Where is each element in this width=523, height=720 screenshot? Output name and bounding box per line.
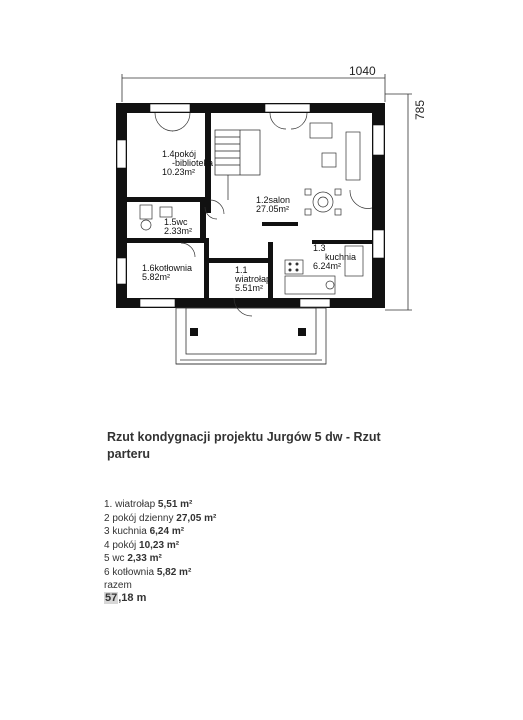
room-label-wc: 1.5wc 2.33m² <box>164 218 192 236</box>
total-value-suffix: ,18 m <box>118 592 147 604</box>
room-number: 1.4 <box>162 149 175 159</box>
total-value-prefix: 57 <box>104 592 119 604</box>
room-list-value: 5,51 m² <box>157 499 193 510</box>
room-label-boiler-room: 1.6kotłownia 5.82m² <box>142 264 192 282</box>
room-label-library: 1.4pokój -biblioteka 10.23m² <box>162 150 213 177</box>
room-list-value: 5,82 m² <box>156 566 192 578</box>
stove-burners <box>288 262 299 272</box>
total-label: razem <box>104 580 132 591</box>
room-list-label: 3 kuchnia <box>104 526 150 537</box>
room-list-value: 6,24 m² <box>149 526 185 537</box>
room-list-label: 6 kotłownia <box>104 566 157 578</box>
furniture <box>139 122 364 295</box>
list-item: 1. wiatrołap 5,51 m² <box>104 498 216 512</box>
dimension-height: 785 <box>413 99 427 120</box>
room-subname: -biblioteka <box>172 158 214 168</box>
room-list-label: 4 pokój <box>104 539 140 551</box>
dimension-width: 1040 <box>349 64 376 78</box>
document-title: Rzut kondygnacji projektu Jurgów 5 dw - … <box>107 430 381 461</box>
room-list-label: 2 pokój dzienny <box>104 512 177 524</box>
room-area: 2.33m² <box>164 226 193 236</box>
list-item: 5 wc 2,33 m² <box>104 552 216 566</box>
room-area: 5.51m² <box>235 283 264 293</box>
room-list-label: 5 wc <box>104 553 128 564</box>
list-item: 2 pokój dzienny 27,05 m² <box>104 512 216 526</box>
inner-walls <box>127 113 372 298</box>
room-name: wc <box>176 217 188 227</box>
room-number: 1.5 <box>164 217 177 227</box>
room-name: kotłownia <box>154 263 193 273</box>
room-name: salon <box>268 195 291 205</box>
staircase <box>214 129 261 200</box>
room-list-value: 2,33 m² <box>127 553 162 564</box>
total-area: 57,18 m <box>104 592 146 604</box>
room-number: 1.2 <box>256 195 269 205</box>
list-item: 4 pokój 10,23 m² <box>104 539 216 553</box>
room-number: 1.3 <box>313 243 326 253</box>
room-label-salon: 1.2salon 27.05m² <box>256 196 290 214</box>
room-list-value: 10,23 m² <box>139 539 180 551</box>
list-item: 3 kuchnia 6,24 m² <box>104 525 216 539</box>
room-area: 27.05m² <box>256 204 290 214</box>
room-list-value: 27,05 m² <box>176 512 217 524</box>
door-swings <box>154 112 373 317</box>
porch-posts <box>190 328 306 336</box>
room-list-label: 1. wiatrołap <box>104 499 158 510</box>
room-number: 1.1 <box>235 265 248 275</box>
room-area: 6.24m² <box>313 261 342 271</box>
room-name: kuchnia <box>325 252 357 262</box>
rooms-area-list: 1. wiatrołap 5,51 m² 2 pokój dzienny 27,… <box>104 498 216 593</box>
room-label-vestibule: 1.1 wiatrołap 5.51m² <box>235 266 271 293</box>
dimension-lines <box>121 74 412 311</box>
room-number: 1.6 <box>142 263 155 273</box>
room-name: pokój <box>174 149 197 159</box>
window-openings <box>116 103 385 308</box>
room-area: 5.82m² <box>142 272 171 282</box>
porch <box>175 307 327 365</box>
list-item: 6 kotłownia 5,82 m² <box>104 566 216 580</box>
room-name: wiatrołap <box>235 274 272 284</box>
room-area: 10.23m² <box>162 167 196 177</box>
room-label-kitchen: 1.3 kuchnia 6.24m² <box>313 244 356 271</box>
